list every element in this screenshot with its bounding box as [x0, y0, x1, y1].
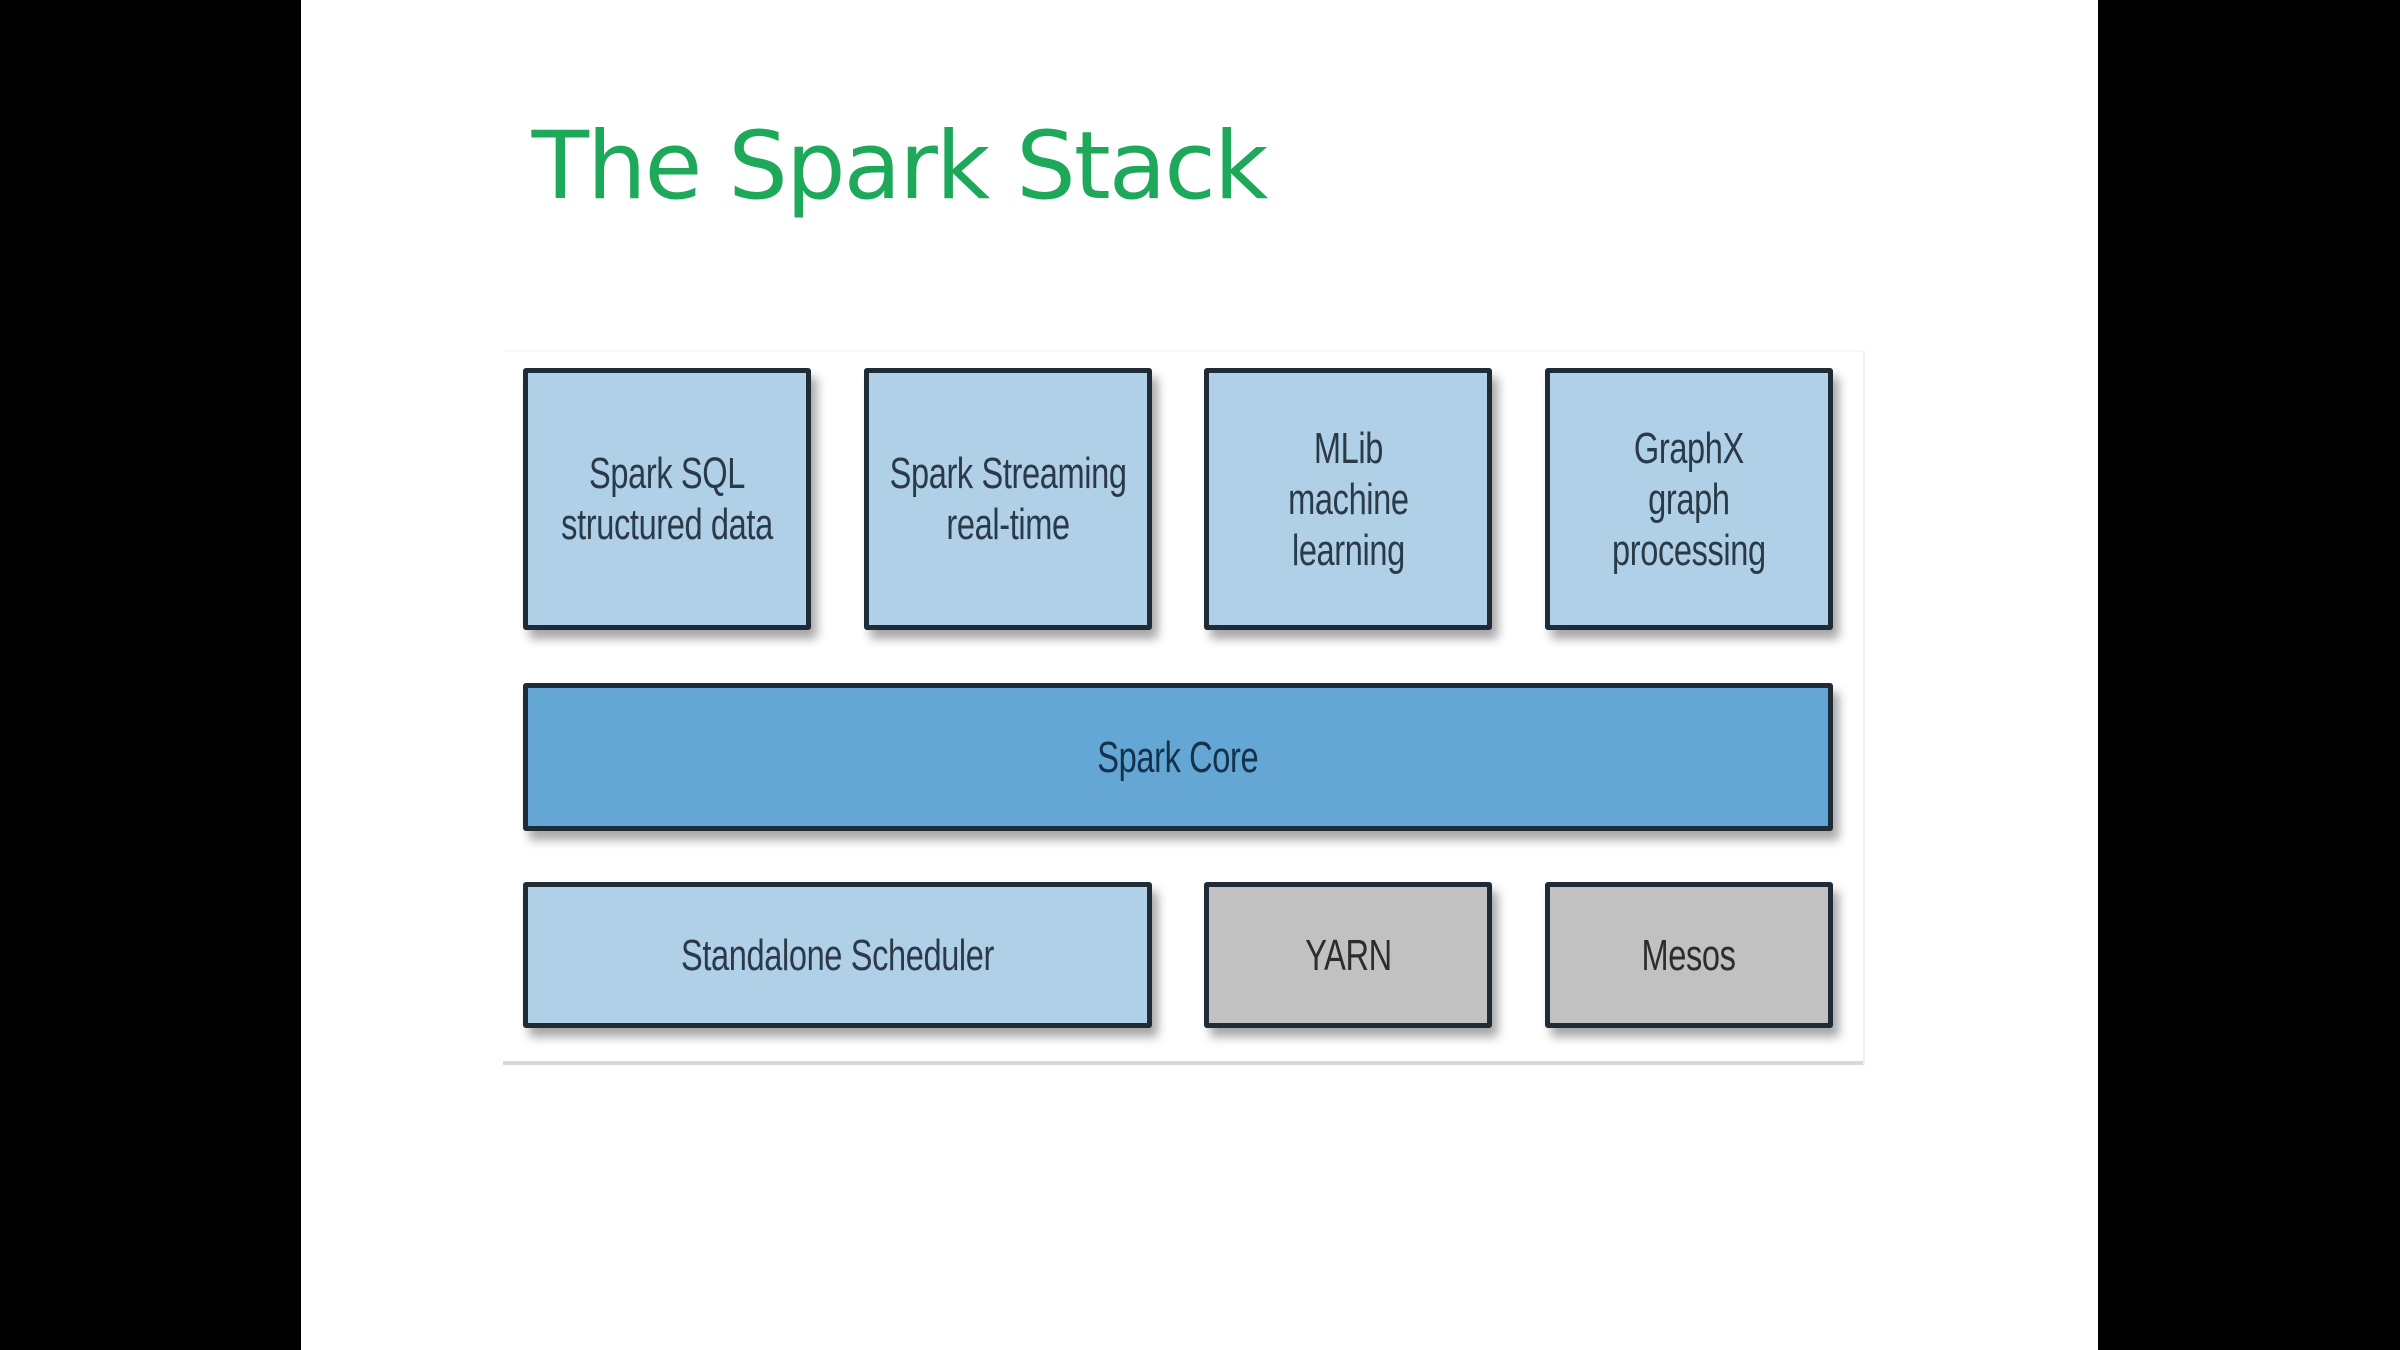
yarn-box: YARN	[1204, 882, 1492, 1028]
label-line: GraphX	[1633, 423, 1744, 473]
label-line: graph	[1648, 474, 1730, 524]
diagram-frame	[503, 350, 1865, 1066]
standalone-scheduler-box: Standalone Scheduler	[523, 882, 1152, 1028]
label-line: Spark SQL	[589, 449, 745, 498]
spark-streaming-label: Spark Streaming real-time	[890, 448, 1127, 550]
mlib-label: MLib machine learning	[1287, 423, 1409, 576]
slide-title: The Spark Stack	[531, 112, 1269, 221]
diagram-bottom-rule	[503, 1061, 1863, 1065]
graphx-box: GraphX graph processing	[1545, 368, 1833, 630]
label-line: MLib	[1313, 423, 1383, 473]
spark-streaming-box: Spark Streaming real-time	[864, 368, 1152, 630]
spark-sql-label: Spark SQL structured data	[561, 448, 773, 550]
spark-sql-box: Spark SQL structured data	[523, 368, 811, 630]
graphx-label: GraphX graph processing	[1612, 423, 1766, 576]
standalone-scheduler-label: Standalone Scheduler	[680, 930, 995, 980]
mesos-box: Mesos	[1545, 882, 1833, 1028]
spark-core-label: Spark Core	[1097, 732, 1259, 782]
mesos-label: Mesos	[1641, 930, 1737, 980]
label-line: Spark Streaming	[889, 449, 1127, 498]
label-line: real-time	[946, 500, 1070, 549]
label-line: machine	[1287, 474, 1409, 524]
label-line: structured data	[561, 500, 773, 549]
label-line: processing	[1612, 525, 1766, 575]
mlib-box: MLib machine learning	[1204, 368, 1492, 630]
slide	[301, 0, 2098, 1350]
label-line: learning	[1291, 525, 1405, 575]
spark-core-box: Spark Core	[523, 683, 1833, 831]
yarn-label: YARN	[1304, 930, 1392, 980]
